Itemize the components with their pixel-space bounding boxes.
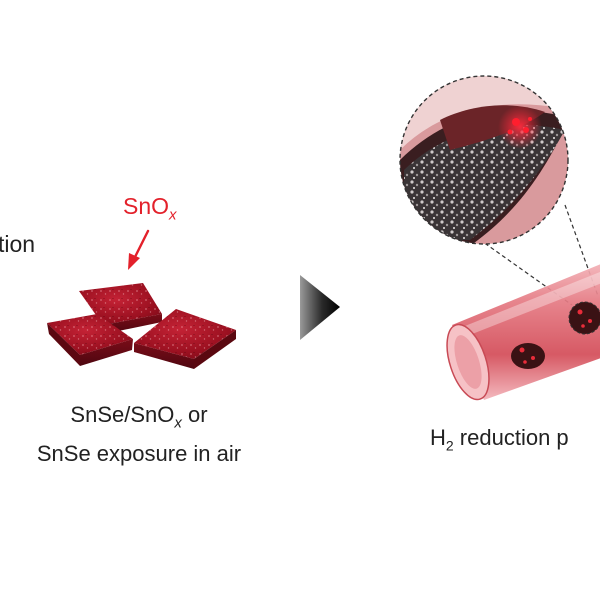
left-caption-line1-tail: or [181, 402, 208, 427]
right-caption-base: H [430, 425, 446, 450]
quartz-tube [446, 264, 600, 401]
oxide-label: SnOx [123, 193, 177, 224]
crystal-flake-right [134, 309, 236, 369]
left-caption-line1-base: SnSe/SnO [70, 402, 175, 427]
magnified-surface-bubble [399, 75, 569, 245]
reduction-tube-graphic [399, 75, 600, 401]
left-caption-line1: SnSe/SnOx or [8, 399, 270, 438]
tube-sample-chunk [511, 343, 545, 369]
crystal-flake-left [47, 314, 133, 366]
left-caption-line1-subscript: x [174, 414, 182, 432]
right-caption: H2 reduction p [430, 425, 569, 453]
red-arrow-icon [128, 229, 150, 270]
tube-zoom-circle [568, 301, 600, 335]
right-caption-subscript: 2 [445, 437, 454, 454]
oxide-label-subscript: x [169, 206, 177, 224]
snse-crystal-cluster [47, 283, 236, 369]
cut-off-label: tion [0, 231, 36, 257]
oxide-label-base: SnO [123, 193, 170, 219]
black-triangle-icon [300, 275, 340, 340]
right-caption-tail: reduction p [453, 425, 569, 450]
left-caption-line2: SnSe exposure in air [36, 441, 242, 467]
left-caption: SnSe/SnOx or SnSe exposure in air [8, 399, 270, 469]
